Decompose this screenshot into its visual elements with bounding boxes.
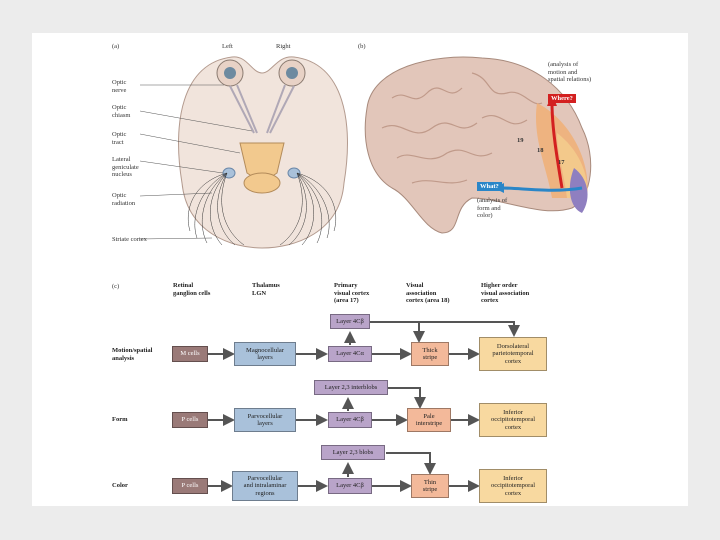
row-motion-label: Motion/spatial analysis: [112, 347, 153, 362]
box-thick-stripe: Thick stripe: [411, 342, 449, 366]
box-pale-interstripe: Pale interstripe: [407, 408, 451, 432]
optic-chiasm-label: Optic chiasm: [112, 104, 131, 119]
striate-cortex-label: Striate cortex: [112, 236, 147, 243]
row-color-label: Color: [112, 482, 128, 489]
lateral-brain-illustration: [364, 56, 592, 234]
optic-radiation-label: Optic radiation: [112, 192, 136, 207]
right-label: Right: [276, 43, 291, 50]
panel-a-label: (a): [112, 43, 120, 50]
box-interblobs: Layer 2,3 interblobs: [314, 380, 388, 395]
area-17-label: 17: [558, 159, 565, 166]
box-m-cells: M cells: [172, 346, 208, 362]
slide-card: (a) Left Right: [32, 33, 688, 506]
optic-nerve-label: Optic nerve: [112, 79, 127, 94]
panel-b-label: (b): [358, 43, 366, 50]
header-higher: Higher order visual association cortex: [481, 282, 530, 304]
what-badge: What?: [477, 182, 502, 191]
box-inferior-form: Inferior occipitotemporal cortex: [479, 403, 547, 437]
box-blobs: Layer 2,3 blobs: [321, 445, 385, 460]
box-inferior-color: Inferior occipitotemporal cortex: [479, 469, 547, 503]
box-layer-4cb-form: Layer 4Cβ: [328, 412, 372, 428]
row-form-label: Form: [112, 416, 128, 423]
box-magnocellular: Magnocellular layers: [234, 342, 296, 366]
header-lgn: Thalamus LGN: [252, 282, 280, 297]
header-ganglion: Retinal ganglion cells: [173, 282, 211, 297]
panel-c-label: (c): [112, 283, 120, 290]
where-note: (analysis of motion and spatial relation…: [548, 61, 592, 83]
ventral-brain-illustration: [139, 56, 348, 249]
box-parvo-intralaminar: Parvocellular and intralaminar regions: [232, 471, 298, 501]
box-layer-4ca: Layer 4Cα: [328, 346, 372, 362]
box-layer-4cb-color: Layer 4Cβ: [328, 478, 372, 494]
what-note: (analysis of form and color): [477, 197, 508, 219]
lgn-label: Lateral geniculate nucleus: [112, 156, 139, 178]
box-thin-stripe: Thin stripe: [411, 474, 449, 498]
box-dorsolateral: Dorsolateral parietotemporal cortex: [479, 337, 547, 371]
box-parvocellular: Parvocellular layers: [234, 408, 296, 432]
header-v2: Visual association cortex (area 18): [406, 282, 450, 304]
box-layer-4cb-top: Layer 4Cβ: [330, 314, 370, 329]
area-18-label: 18: [537, 147, 544, 154]
box-p-cells-color: P cells: [172, 478, 208, 494]
header-v1: Primary visual cortex (area 17): [334, 282, 370, 304]
box-p-cells-form: P cells: [172, 412, 208, 428]
left-label: Left: [222, 43, 233, 50]
area-19-label: 19: [517, 137, 524, 144]
pathway-arrows: [208, 321, 520, 492]
where-badge: Where?: [548, 94, 576, 103]
optic-tract-label: Optic tract: [112, 131, 127, 146]
